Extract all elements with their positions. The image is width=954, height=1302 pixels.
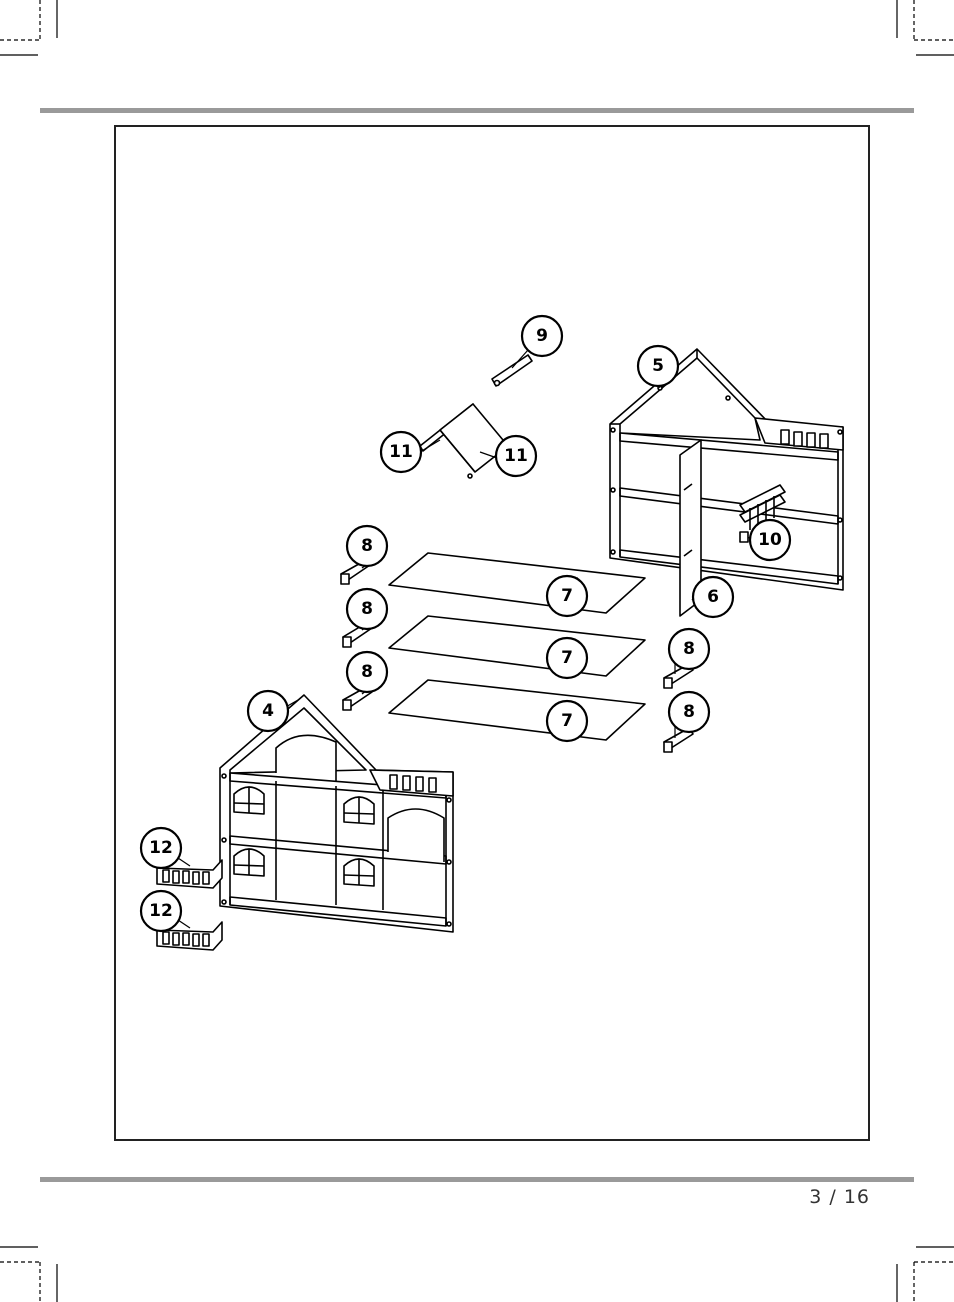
callout-4: 4 (262, 701, 274, 721)
callout-8-right-top: 8 (683, 639, 695, 659)
part-5-frame (610, 349, 843, 590)
callout-7-bottom: 7 (561, 711, 573, 731)
callout-5: 5 (652, 356, 664, 376)
callout-10: 10 (758, 530, 782, 550)
callout-6: 6 (707, 587, 719, 607)
callout-12-top: 12 (149, 838, 173, 858)
part-7-shelves (389, 553, 645, 740)
callout-8-right-bottom: 8 (683, 702, 695, 722)
callout-8-left-bottom: 8 (361, 662, 373, 682)
callout-11-left: 11 (389, 442, 413, 462)
callout-7-middle: 7 (561, 648, 573, 668)
callout-8-left-middle: 8 (361, 599, 373, 619)
part-9-bar (492, 355, 532, 386)
callout-11-right: 11 (504, 446, 528, 466)
part-4-front-frame (220, 695, 453, 932)
page-number: 3 / 16 (809, 1186, 870, 1208)
part-11-roof (420, 404, 508, 478)
callout-12-bottom: 12 (149, 901, 173, 921)
callout-7-top: 7 (561, 586, 573, 606)
callout-8-left-top: 8 (361, 536, 373, 556)
callout-9: 9 (536, 326, 548, 346)
